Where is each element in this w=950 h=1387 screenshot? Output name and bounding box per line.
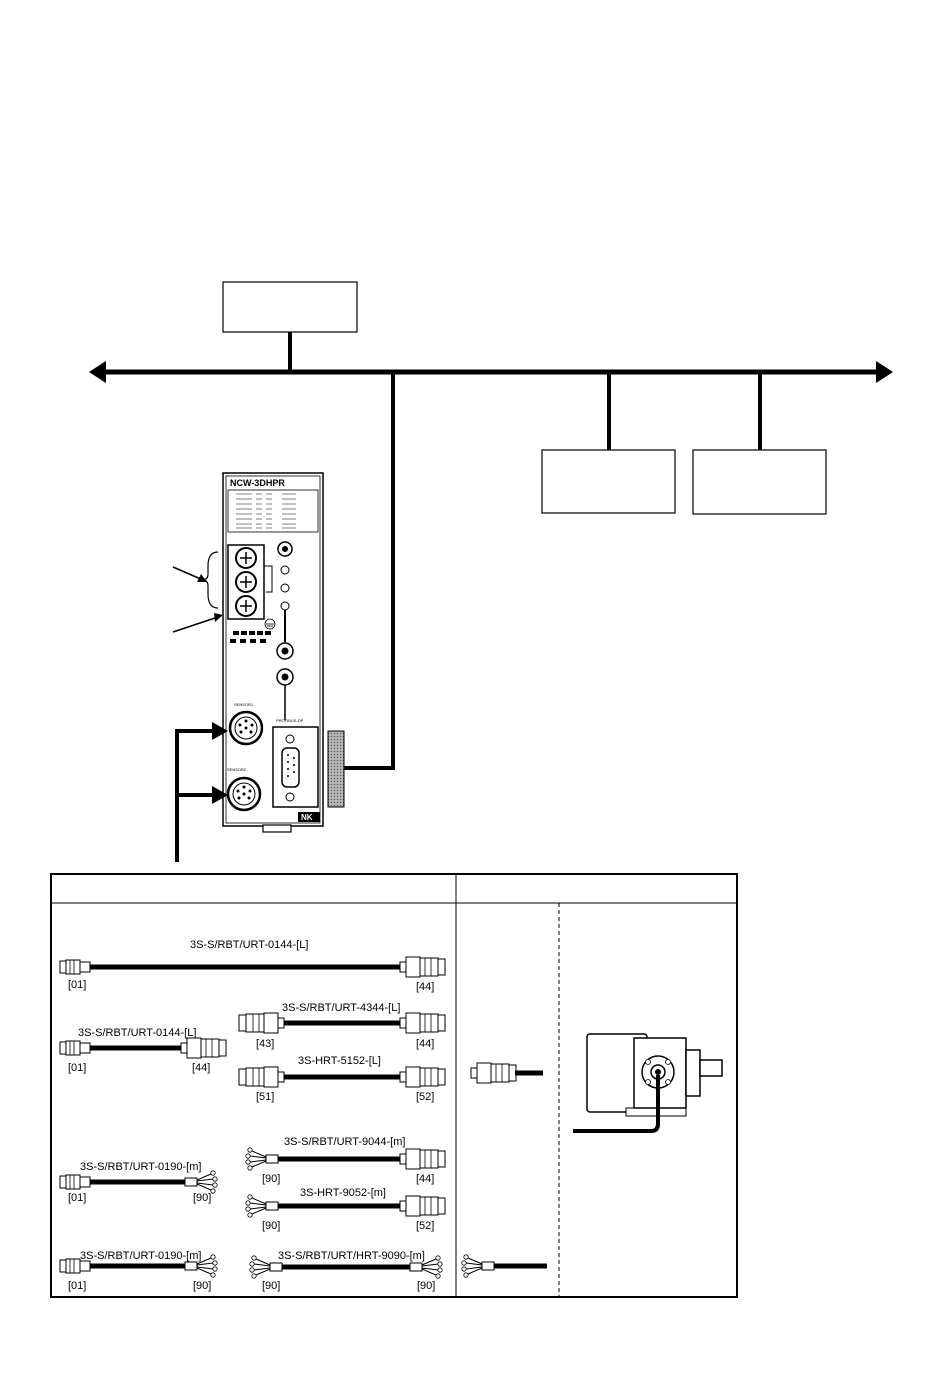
cable-right-end: [44] [416, 1038, 434, 1050]
slave-box-1 [541, 449, 676, 514]
cable-right-end: [44] [192, 1062, 210, 1074]
sensor-wire-cable [461, 1254, 547, 1278]
cable-left-end: [90] [262, 1280, 280, 1292]
cable-name: 3S-S/RBT/URT/HRT-9090-[m] [278, 1250, 425, 1262]
bus-port-label: PROFIBUS-DP [276, 718, 304, 723]
slave-box-2 [692, 449, 827, 515]
cable-left-end: [90] [262, 1220, 280, 1232]
terminal-screws [235, 547, 257, 617]
cable-left-end: [90] [262, 1173, 280, 1185]
cable-row-2: 3S-S/RBT/URT-4344-[L] [43] [44] [238, 1002, 446, 1050]
led-indicator-icon [280, 565, 290, 575]
cable-right-end: [90] [193, 1192, 211, 1204]
cable-name: 3S-S/RBT/URT-4344-[L] [282, 1002, 400, 1014]
cable-row-9: 3S-S/RBT/URT/HRT-9090-[m] [90] [90] [249, 1250, 443, 1292]
cable-row-6: 3S-S/RBT/URT-0190-[m] [01] [90] [59, 1161, 218, 1204]
bus-connector-plate [327, 730, 345, 808]
logo-icon: NK [301, 813, 313, 822]
cable-left-end: [01] [68, 1062, 86, 1074]
cable-right-end: [90] [193, 1280, 211, 1292]
cable-row-5: 3S-S/RBT/URT-9044-[m] [90] [44] [245, 1136, 446, 1185]
sensor-device [573, 1033, 723, 1133]
cable-row-7: 3S-HRT-9052-[m] [90] [52] [245, 1187, 446, 1232]
cable-left-end: [01] [68, 1280, 86, 1292]
module-model: NCW-3DHPR [230, 478, 285, 488]
cable-name: 3S-S/RBT/URT-0144-[L] [190, 939, 308, 951]
cable-name: 3S-HRT-5152-[L] [298, 1055, 381, 1067]
cable-right-end: [52] [416, 1091, 434, 1103]
network-bus-line [89, 361, 893, 383]
sensor1-label: SENSOR1 [234, 702, 254, 707]
cable-name: 3S-S/RBT/URT-0144-[L] [78, 1027, 196, 1039]
cable-row-1: 3S-S/RBT/URT-0144-[L] [01] [44] [59, 939, 446, 993]
cable-name: 3S-S/RBT/URT-9044-[m] [284, 1136, 405, 1148]
cable-table [50, 873, 738, 1298]
master-box [222, 281, 358, 333]
led-indicator-icon [280, 583, 290, 593]
module-drop-line [343, 372, 395, 770]
cable-row-4: 3S-HRT-5152-[L] [51] [52] [238, 1055, 446, 1103]
cable-name: 3S-S/RBT/URT-0190-[m] [80, 1161, 201, 1173]
cable-row-3: 3S-S/RBT/URT-0144-[L] [01] [44] [59, 1027, 227, 1074]
led-indicator-icon [280, 601, 290, 611]
cable-left-end: [51] [256, 1091, 274, 1103]
cable-left-end: [43] [256, 1038, 274, 1050]
sensor-feed-lines [175, 722, 228, 862]
cable-row-8: 3S-S/RBT/URT-0190-[m] [01] [90] [59, 1250, 218, 1292]
cable-right-end: [44] [416, 981, 434, 993]
sensor2-label: SENSOR2 [227, 767, 247, 772]
cable-name: 3S-S/RBT/URT-0190-[m] [80, 1250, 201, 1262]
cable-right-end: [90] [417, 1280, 435, 1292]
cable-left-end: [01] [68, 979, 86, 991]
cable-name: 3S-HRT-9052-[m] [300, 1187, 386, 1199]
ncw-module: NCW-3DHPR [222, 472, 324, 833]
cable-left-end: [01] [68, 1192, 86, 1204]
cable-right-end: [44] [416, 1173, 434, 1185]
callout-arrows [172, 551, 223, 633]
sensor-plug-cable [470, 1062, 543, 1084]
cable-right-end: [52] [416, 1220, 434, 1232]
dsub-port [281, 747, 300, 788]
